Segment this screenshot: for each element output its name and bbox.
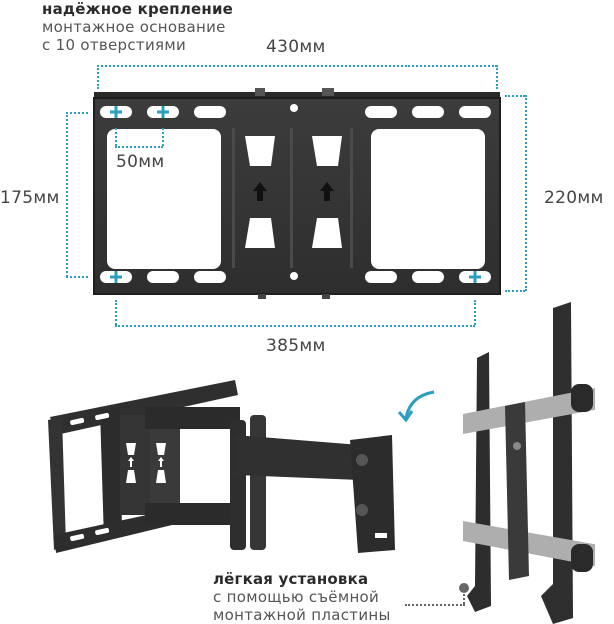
bottom-width-tick-right xyxy=(474,300,476,325)
top-width-line xyxy=(97,65,407,67)
hole-spacing-tick-left xyxy=(115,128,117,146)
hole-spacing-line xyxy=(115,146,163,148)
header-title: надёжное крепление xyxy=(42,0,234,18)
right-height-tick-bottom xyxy=(505,290,525,292)
left-height-tick-top xyxy=(66,112,88,114)
footer-block: лёгкая установка с помощью съёмной монта… xyxy=(213,570,391,624)
hole-spacing-tick-right xyxy=(162,128,164,146)
bottom-width-tick-left xyxy=(115,300,117,325)
top-width-line-ext xyxy=(405,65,497,67)
footer-title: лёгкая установка xyxy=(213,570,369,588)
header-line1: монтажное основание xyxy=(42,18,226,36)
hole-spacing-label: 50мм xyxy=(116,152,165,172)
rotate-arrow-icon xyxy=(397,390,435,423)
footer-line2: монтажной пластины xyxy=(213,606,391,624)
left-height-line xyxy=(66,112,68,277)
top-width-tick-left xyxy=(97,65,99,89)
wall-plate-image xyxy=(93,88,501,299)
top-width-label: 430мм xyxy=(266,37,326,57)
callout-line-vertical xyxy=(463,594,465,604)
mounting-plate-image xyxy=(463,302,595,624)
right-height-label: 220мм xyxy=(544,188,604,208)
bottom-width-line xyxy=(115,325,475,327)
footer-line1: с помощью съёмной xyxy=(213,588,380,606)
callout-dot xyxy=(459,583,469,593)
header-line2: с 10 отверстиями xyxy=(42,36,186,54)
left-height-tick-bottom xyxy=(66,276,88,278)
left-height-label: 175мм xyxy=(0,188,60,208)
articulating-arm-image xyxy=(48,380,395,553)
header-block: надёжное крепление монтажное основание с… xyxy=(42,0,233,54)
right-height-line xyxy=(525,95,527,291)
top-width-tick-right xyxy=(496,65,498,89)
right-height-tick-top xyxy=(505,95,525,97)
bottom-width-label: 385мм xyxy=(266,336,326,356)
callout-line-horizontal xyxy=(405,604,465,606)
